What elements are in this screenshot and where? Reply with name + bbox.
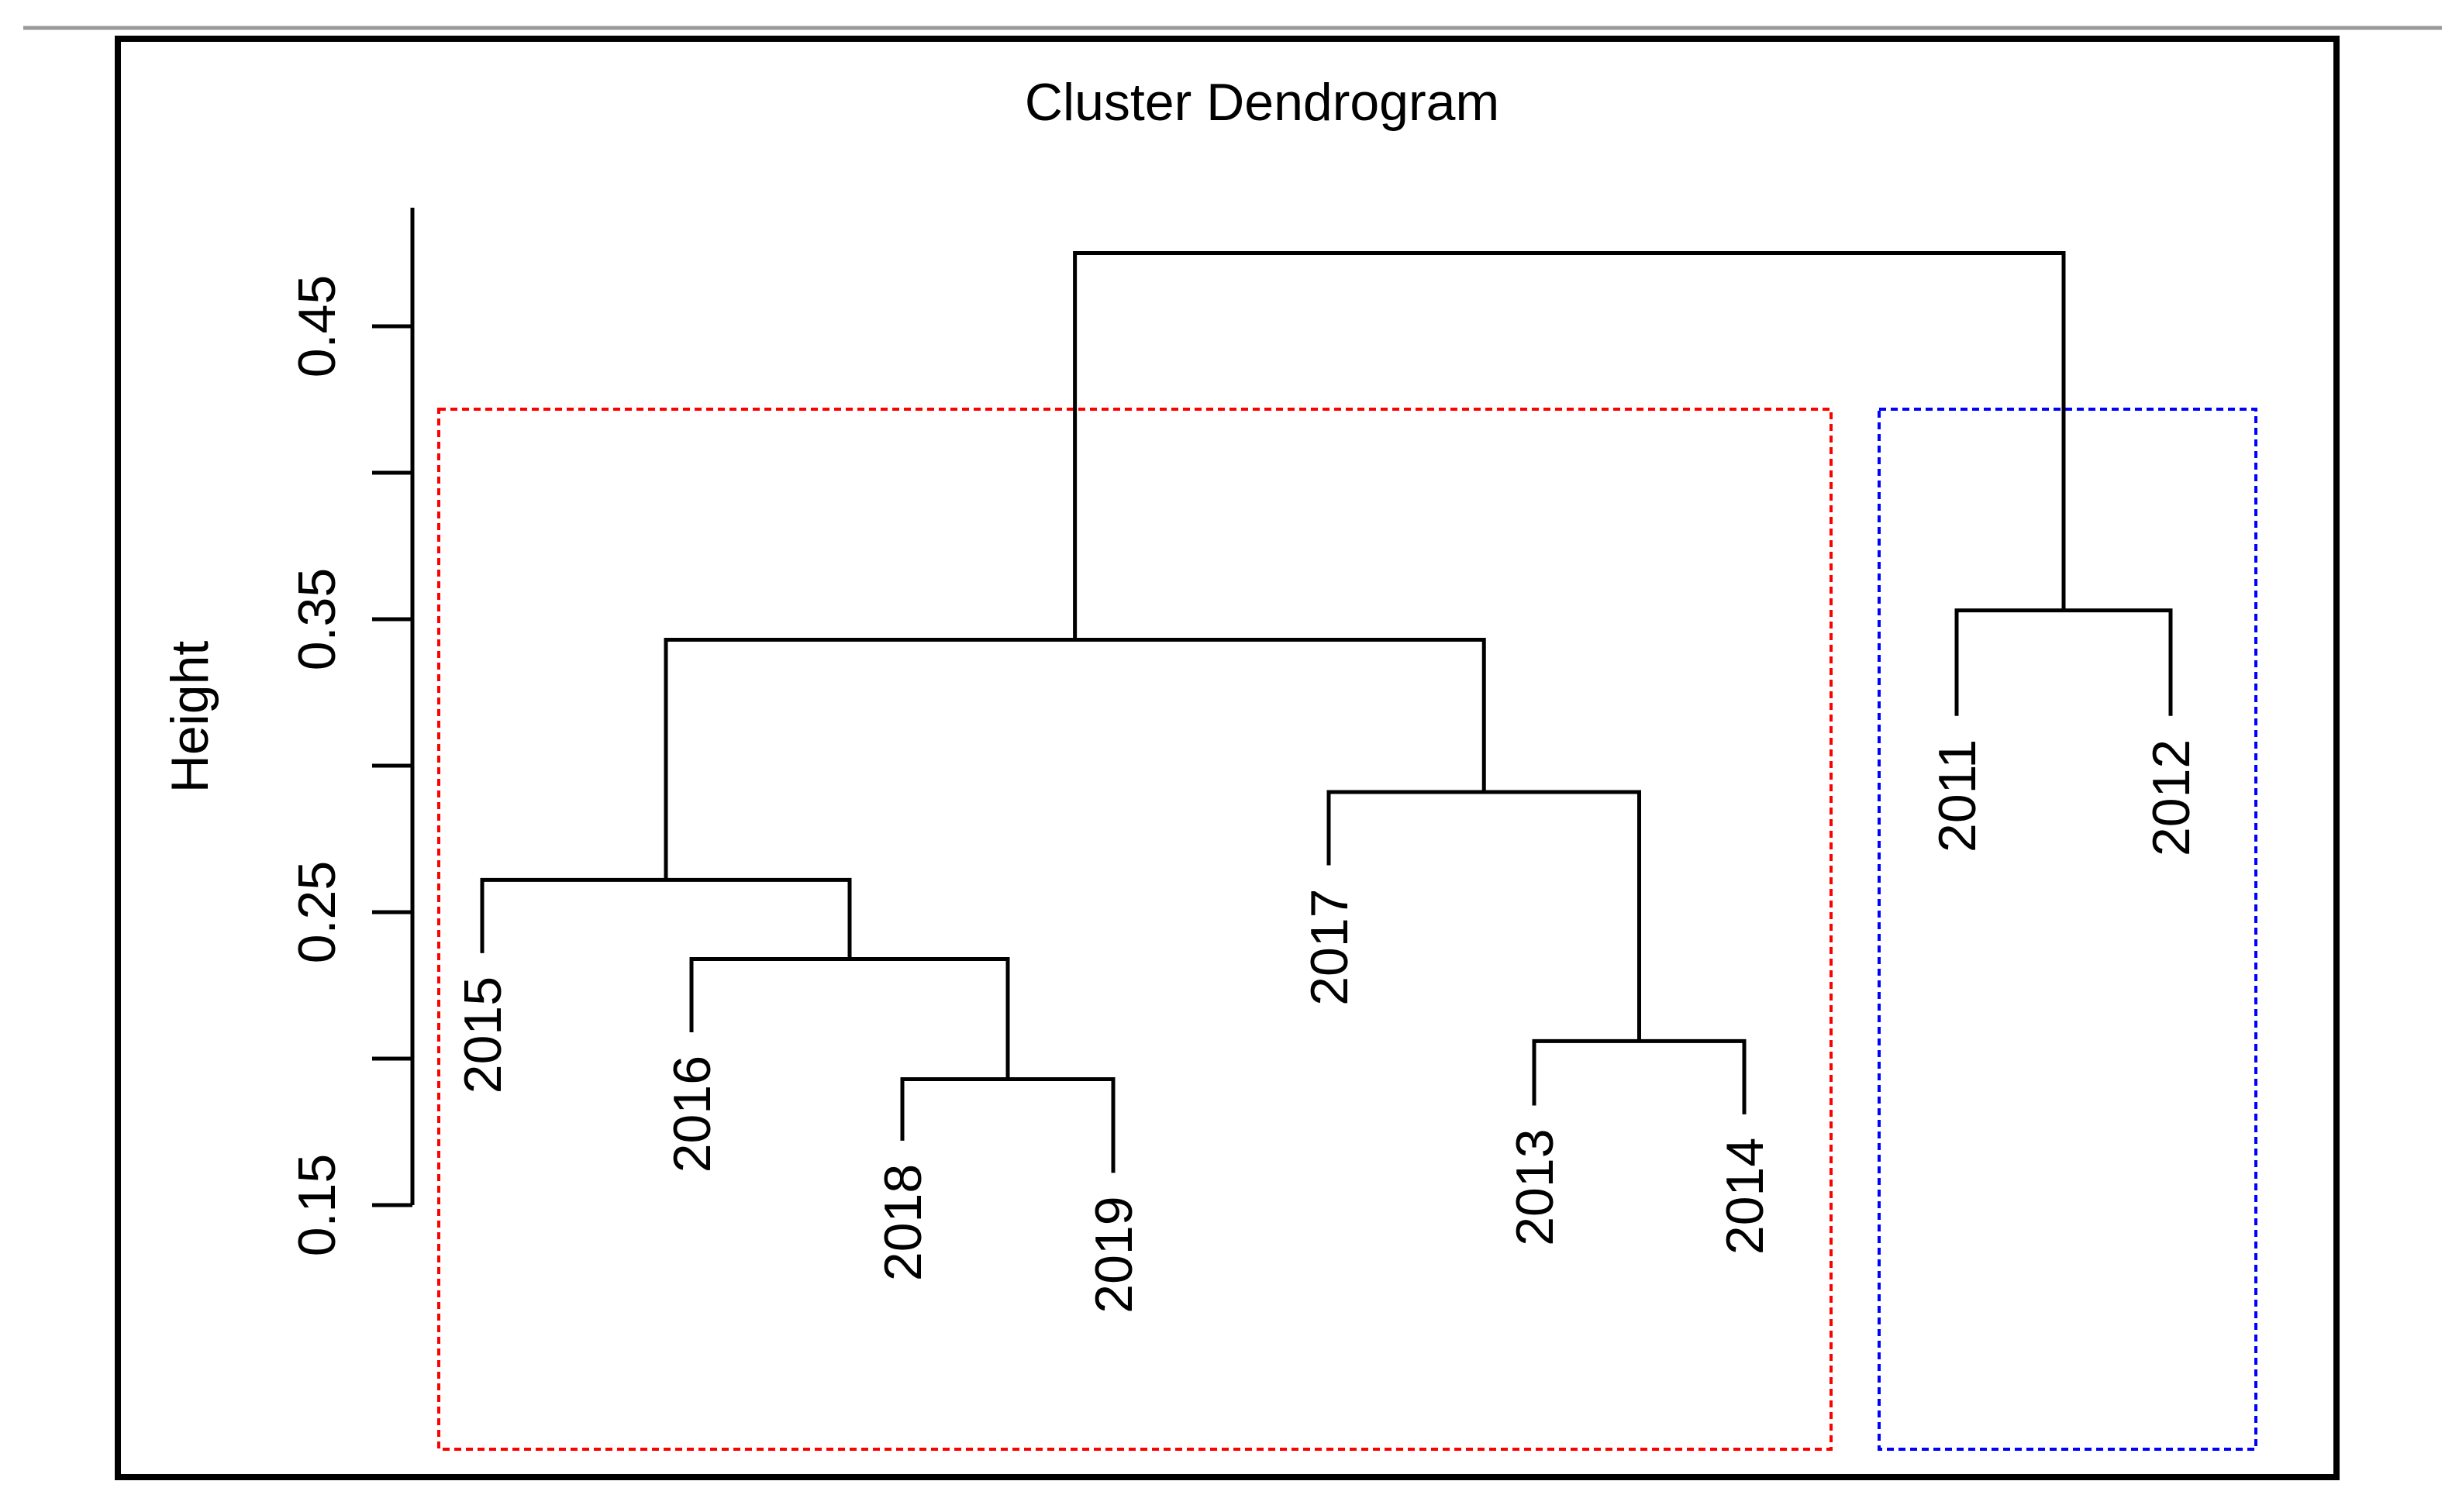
leaf-label-2016: 2016	[663, 1056, 722, 1173]
merge-m2	[689, 956, 1010, 1080]
y-tick-label: 0.45	[288, 275, 347, 377]
leaf-label-2012: 2012	[2142, 739, 2201, 856]
leaf-label-2014: 2014	[1716, 1138, 1774, 1255]
merge-m1	[900, 1076, 1116, 1173]
cluster-box-2	[1878, 408, 2257, 1451]
y-tick-label: 0.15	[288, 1154, 347, 1256]
merge-m5	[1326, 790, 1641, 1042]
leaf-label-2015: 2015	[453, 976, 512, 1094]
leaf-label-2017: 2017	[1300, 889, 1359, 1006]
merge-m8	[1073, 251, 2066, 640]
dendrogram-branches	[480, 251, 2173, 1173]
y-tick-label: 0.35	[288, 568, 347, 670]
merge-m6	[664, 637, 1486, 880]
chart-title: Cluster Dendrogram	[1025, 73, 1499, 132]
plot-frame	[115, 36, 2340, 1480]
cluster-boxes	[437, 408, 2257, 1451]
leaf-label-2011: 2011	[1928, 739, 1987, 852]
y-axis: 0.15 0.25 0.35 0.45	[288, 208, 415, 1256]
merge-m4	[1532, 1038, 1747, 1114]
leaf-label-2019: 2019	[1085, 1196, 1143, 1313]
y-axis-label: Height	[160, 641, 219, 794]
merge-m7	[1954, 608, 2173, 716]
cluster-box-1	[437, 408, 1833, 1451]
leaf-label-2013: 2013	[1505, 1128, 1564, 1245]
merge-m3	[480, 877, 852, 959]
y-tick-label: 0.25	[288, 861, 347, 963]
leaf-labels: 2015 2016 2018 2019 2017 2013 2014 2011 2012	[453, 739, 2201, 1314]
leaf-label-2018: 2018	[874, 1164, 933, 1281]
